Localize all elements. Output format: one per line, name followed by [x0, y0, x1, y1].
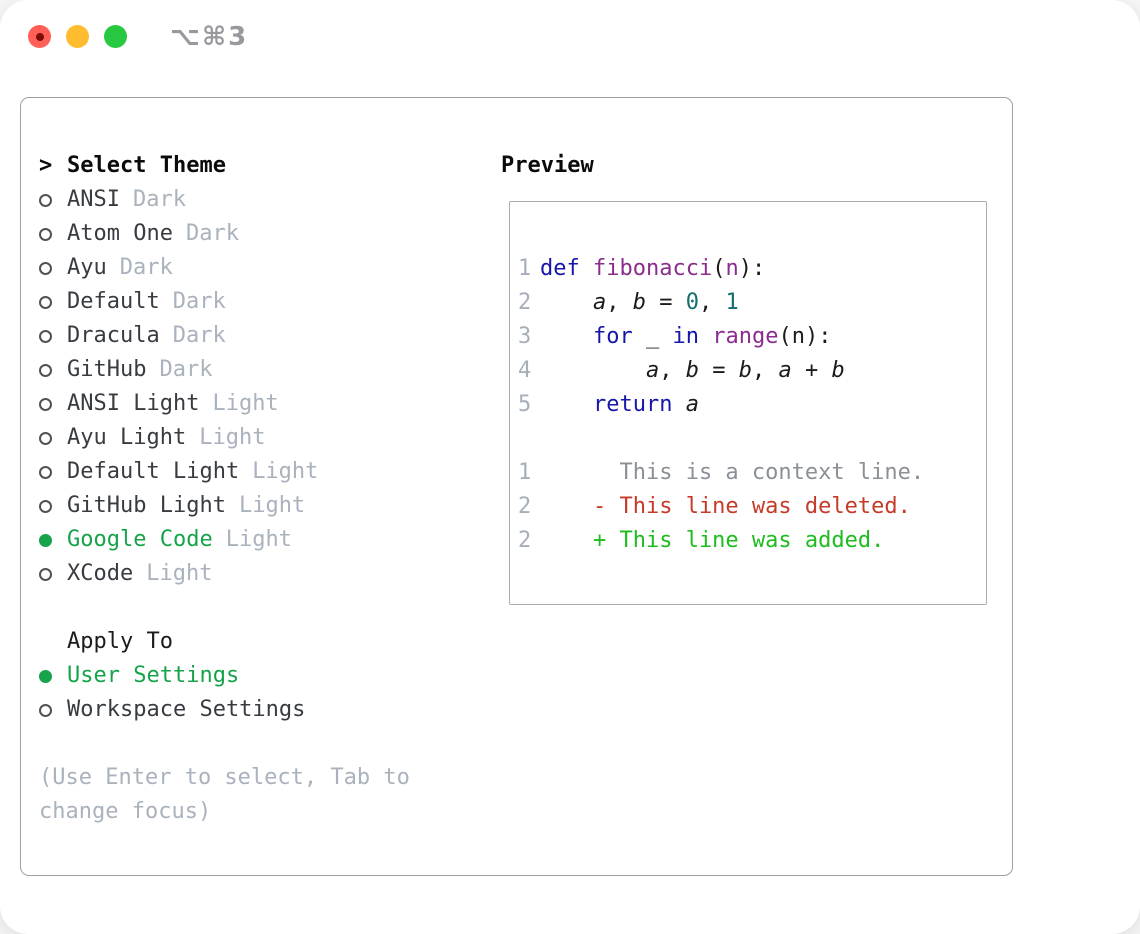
apply-option-label: User Settings — [67, 663, 240, 688]
theme-name: Ayu — [67, 255, 107, 280]
theme-variant-tag: Light — [212, 391, 279, 416]
theme-option-ayu-dark[interactable]: Ayu Dark — [39, 251, 499, 285]
line-number: 3 — [518, 324, 532, 349]
diff-line-added: 2 + This line was added. — [518, 524, 986, 558]
radio-icon — [39, 285, 67, 319]
code-line: 4 a, b = b, a + b — [518, 354, 986, 388]
preview-header: Preview — [501, 153, 594, 178]
radio-selected-icon — [39, 523, 67, 557]
focus-arrow-icon: > — [39, 153, 53, 178]
theme-variant-tag: Light — [199, 425, 266, 450]
diff-line-context: 1 This is a context line. — [518, 456, 986, 490]
theme-name: Dracula — [67, 323, 160, 348]
radio-selected-icon — [39, 659, 67, 693]
theme-name: GitHub — [67, 357, 147, 382]
code-line: 3 for _ in range(n): — [518, 320, 986, 354]
radio-icon — [39, 183, 67, 217]
apply-option-label: Workspace Settings — [67, 697, 306, 722]
theme-name: Default — [67, 289, 160, 314]
theme-option-dracula-dark[interactable]: Dracula Dark — [39, 319, 499, 353]
theme-variant-tag: Light — [225, 527, 292, 552]
theme-option-ansi-dark[interactable]: ANSI Dark — [39, 183, 499, 217]
zoom-button[interactable] — [104, 25, 127, 48]
theme-name: ANSI Light — [67, 391, 200, 416]
theme-variant-tag: Dark — [159, 357, 213, 382]
theme-option-github-dark[interactable]: GitHub Dark — [39, 353, 499, 387]
close-button[interactable] — [28, 25, 51, 48]
diff-line-deleted: 2 - This line was deleted. — [518, 490, 986, 524]
window-title: ⌥⌘3 — [170, 22, 249, 52]
help-line: change focus) — [39, 799, 212, 824]
theme-option-default-light-light[interactable]: Default Light Light — [39, 455, 499, 489]
minimize-button[interactable] — [66, 25, 89, 48]
line-number: 2 — [518, 528, 532, 553]
theme-variant-tag: Dark — [172, 323, 226, 348]
apply-option-user-settings[interactable]: User Settings — [39, 659, 499, 693]
theme-variant-tag: Dark — [172, 289, 226, 314]
theme-name: Ayu Light — [67, 425, 187, 450]
radio-icon — [39, 217, 67, 251]
radio-icon — [39, 455, 67, 489]
code-line: 2 a, b = 0, 1 — [518, 286, 986, 320]
theme-variant-tag: Dark — [185, 221, 239, 246]
blank-line — [518, 422, 986, 456]
theme-variant-tag: Dark — [119, 255, 173, 280]
radio-icon — [39, 387, 67, 421]
radio-icon — [39, 557, 67, 591]
theme-name: XCode — [67, 561, 134, 586]
close-dot-icon — [35, 32, 44, 41]
theme-name: GitHub Light — [67, 493, 226, 518]
spacer — [39, 727, 499, 761]
apply-to-title: Apply To — [67, 629, 173, 654]
theme-name: Atom One — [67, 221, 173, 246]
traffic-lights — [28, 25, 127, 48]
apply-to-header: Apply To — [39, 625, 499, 659]
radio-icon — [39, 319, 67, 353]
theme-name: ANSI — [67, 187, 120, 212]
radio-icon — [39, 693, 67, 727]
theme-name: Google Code — [67, 527, 213, 552]
theme-name: Default Light — [67, 459, 240, 484]
help-line: (Use Enter to select, Tab to — [39, 765, 410, 790]
radio-icon — [39, 489, 67, 523]
line-number: 1 — [518, 256, 532, 281]
theme-option-atom-one-dark[interactable]: Atom One Dark — [39, 217, 499, 251]
code-line: 5 return a — [518, 388, 986, 422]
theme-option-google-code-light[interactable]: Google Code Light — [39, 523, 499, 557]
spacer — [39, 591, 499, 625]
line-number: 5 — [518, 392, 532, 417]
theme-option-default-dark[interactable]: Default Dark — [39, 285, 499, 319]
radio-icon — [39, 421, 67, 455]
help-text: (Use Enter to select, Tab to change focus… — [39, 761, 499, 829]
diff-preview: 1 This is a context line.2 - This line w… — [518, 456, 986, 558]
select-theme-title: Select Theme — [67, 153, 226, 178]
theme-variant-tag: Light — [252, 459, 319, 484]
theme-option-ayu-light-light[interactable]: Ayu Light Light — [39, 421, 499, 455]
line-number: 4 — [518, 358, 532, 383]
theme-option-xcode-light[interactable]: XCode Light — [39, 557, 499, 591]
apply-option-workspace-settings[interactable]: Workspace Settings — [39, 693, 499, 727]
line-number: 1 — [518, 460, 532, 485]
line-number: 2 — [518, 494, 532, 519]
select-theme-header: > Select Theme — [39, 149, 499, 183]
radio-icon — [39, 251, 67, 285]
radio-icon — [39, 353, 67, 387]
theme-variant-tag: Dark — [132, 187, 186, 212]
theme-variant-tag: Light — [146, 561, 213, 586]
theme-variant-tag: Light — [238, 493, 306, 518]
titlebar: ⌥⌘3 — [0, 0, 1140, 75]
theme-option-ansi-light-light[interactable]: ANSI Light Light — [39, 387, 499, 421]
theme-option-github-light-light[interactable]: GitHub Light Light — [39, 489, 499, 523]
line-number: 2 — [518, 290, 532, 315]
